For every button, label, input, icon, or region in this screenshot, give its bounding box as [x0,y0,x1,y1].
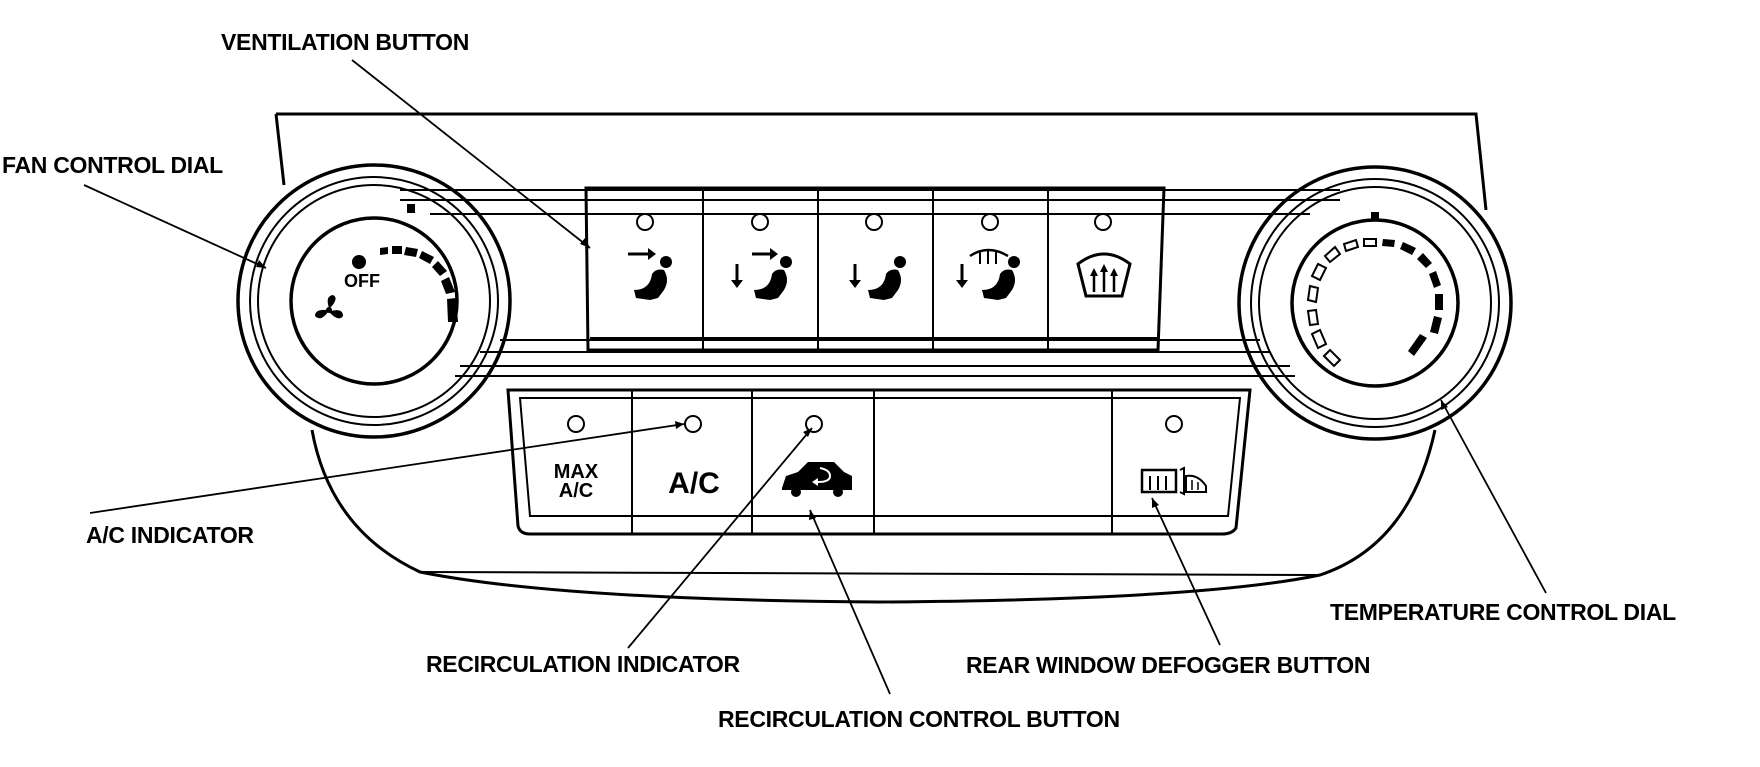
recirculation-button[interactable] [753,398,873,516]
windshield-defrost-icon [1076,252,1132,298]
car-recirculation-icon [782,462,852,497]
rear-defogger-icon [1140,466,1207,496]
fan-icon [315,295,343,319]
leader-recirculation-control-button [809,509,891,695]
temperature-control-dial[interactable] [1237,165,1513,441]
ac-indicator-light [684,415,702,433]
callout-fan-control-dial: FAN CONTROL DIAL [2,152,223,178]
panel-housing [274,112,1488,604]
fan-off-dot [352,255,366,269]
leader-ventilation-button [351,59,591,249]
vent-button-bilevel[interactable] [704,190,818,338]
leader-rear-window-defogger-button [1151,497,1221,646]
blank-button[interactable] [875,398,1111,516]
fan-off-label: OFF [344,271,380,291]
max-ac-label-line2: A/C [559,480,593,502]
max-ac-button[interactable]: MAX A/C [520,398,632,516]
leader-ac-indicator [89,423,685,514]
callout-recirculation-indicator: RECIRCULATION INDICATOR [426,651,740,677]
floor-defrost-vent-icon [956,248,1020,300]
max-ac-label-line1: MAX [554,461,599,483]
ac-button[interactable]: A/C [633,398,751,516]
floor-vent-icon [849,256,906,300]
leader-lines [83,59,1547,695]
temperature-scale [1306,238,1443,368]
fan-speed-scale [380,246,458,322]
leader-temperature-control-dial [1440,399,1547,594]
ac-button-label: A/C [668,467,720,500]
fan-dial-pointer-mark [407,204,415,213]
leader-fan-control-dial [83,184,267,269]
callout-rear-window-defogger-button: REAR WINDOW DEFOGGER BUTTON [966,652,1371,678]
fan-control-dial[interactable]: OFF [236,163,512,439]
callout-temperature-control-dial: TEMPERATURE CONTROL DIAL [1330,599,1676,625]
vent-button-floor-defrost[interactable] [934,190,1048,338]
trim-lines [400,189,1340,377]
temperature-dial-pointer-mark [1371,212,1379,221]
vent-button-face[interactable] [589,190,703,338]
callout-ac-indicator: A/C INDICATOR [86,522,254,548]
face-vent-icon [628,248,672,300]
lower-button-bar [506,388,1252,536]
rear-defogger-button[interactable] [1113,398,1233,516]
callout-recirculation-control-button: RECIRCULATION CONTROL BUTTON [718,706,1120,732]
leader-recirculation-indicator [627,427,813,649]
recirculation-indicator-light [805,415,823,433]
vent-button-floor[interactable] [819,190,933,338]
ventilation-button-strip [584,186,1166,352]
vent-button-windshield-defrost[interactable] [1049,190,1159,338]
callout-ventilation-button: VENTILATION BUTTON [221,29,470,55]
bilevel-vent-icon [731,248,792,300]
